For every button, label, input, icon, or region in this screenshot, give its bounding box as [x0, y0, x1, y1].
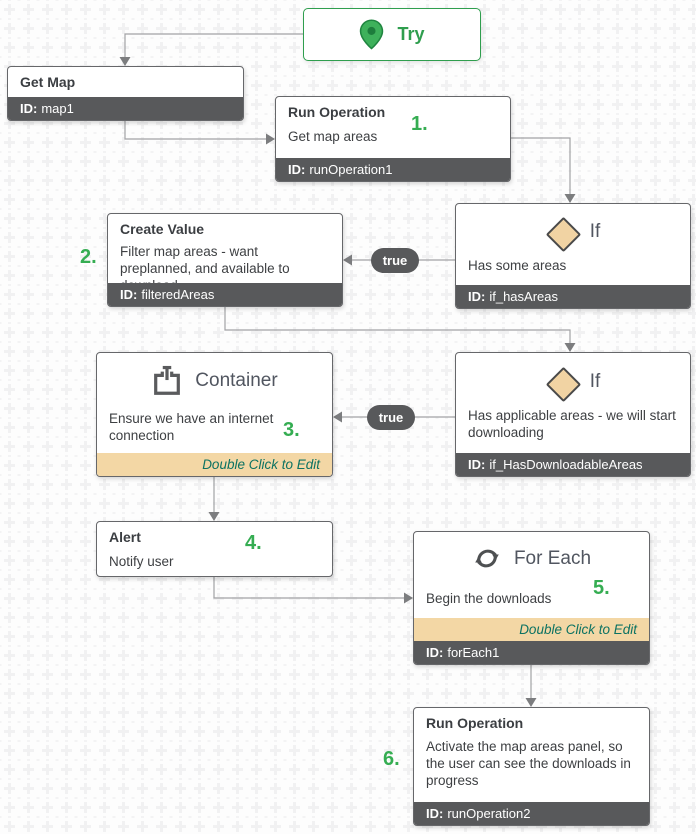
connector-getMap-to-runOperation1	[124, 121, 267, 140]
node-if-has-downloadable-areas[interactable]: If Has applicable areas - we will start …	[455, 352, 691, 477]
connector-tryNode-to-getMap	[124, 33, 303, 58]
step-number: 2.	[80, 246, 97, 268]
arrowhead-icon	[119, 57, 131, 66]
container-icon	[154, 365, 181, 395]
node-description: Get map areas	[288, 129, 378, 144]
node-title: Container	[195, 370, 278, 391]
id-label: ID:	[426, 645, 444, 660]
node-id-footer: ID: map1	[8, 97, 243, 120]
arrowhead-icon	[266, 133, 275, 145]
node-run-operation-2[interactable]: Run Operation Activate the map areas pan…	[413, 707, 650, 826]
node-title: Run Operation	[426, 715, 524, 731]
connector-runOperation1-to-if1	[511, 137, 571, 195]
arrowhead-icon	[564, 194, 576, 203]
node-alert[interactable]: Alert Notify user 4.	[96, 521, 333, 577]
step-number: 6.	[383, 748, 400, 770]
step-number: 1.	[411, 113, 428, 135]
edit-hint-text: Double Click to Edit	[202, 457, 320, 472]
arrowhead-icon	[333, 411, 342, 423]
arrowhead-icon	[404, 592, 413, 604]
double-click-to-edit-band[interactable]: Double Click to Edit	[97, 453, 332, 476]
arrowhead-icon	[525, 698, 537, 707]
id-label: ID:	[468, 289, 486, 304]
id-label: ID:	[288, 162, 306, 177]
edge-label-true[interactable]: true	[367, 404, 415, 430]
arrowhead-icon	[208, 512, 220, 521]
node-title: Get Map	[20, 74, 76, 90]
id-value: map1	[41, 101, 74, 116]
edge-label-true[interactable]: true	[371, 247, 419, 273]
id-value: runOperation2	[447, 806, 531, 821]
step-number: 4.	[245, 532, 262, 554]
node-title: Run Operation	[288, 104, 386, 120]
node-id-footer: ID: runOperation1	[276, 158, 510, 181]
node-id-footer: ID: filteredAreas	[108, 283, 342, 306]
node-id-footer: ID: if_hasAreas	[456, 285, 690, 308]
node-title: If	[589, 221, 601, 242]
node-description: Ensure we have an internet connection	[109, 411, 274, 443]
double-click-to-edit-band[interactable]: Double Click to Edit	[414, 618, 649, 641]
connector-createValue-to-if2	[224, 307, 571, 344]
node-title: If	[589, 371, 601, 392]
diamond-icon	[546, 216, 582, 252]
node-description: Has applicable areas - we will start dow…	[468, 408, 676, 440]
node-id-footer: ID: forEach1	[414, 641, 649, 664]
node-for-each[interactable]: For Each Begin the downloads 5. Double C…	[413, 531, 650, 665]
id-label: ID:	[426, 806, 444, 821]
id-label: ID:	[120, 287, 138, 302]
id-value: if_HasDownloadableAreas	[489, 457, 643, 472]
id-value: runOperation1	[309, 162, 393, 177]
arrowhead-icon	[343, 254, 352, 266]
step-number: 5.	[593, 577, 610, 599]
try-label: Try	[397, 24, 425, 44]
arrowhead-icon	[564, 343, 576, 352]
node-id-footer: ID: runOperation2	[414, 802, 649, 825]
map-pin-icon	[360, 19, 384, 50]
node-if-has-areas[interactable]: If Has some areas ID: if_hasAreas	[455, 203, 691, 309]
edit-hint-text: Double Click to Edit	[519, 622, 637, 637]
node-run-operation-1[interactable]: Run Operation Get map areas 1. ID: runOp…	[275, 96, 511, 182]
id-value: if_hasAreas	[489, 289, 558, 304]
node-try[interactable]: Try	[303, 8, 481, 61]
node-description: Has some areas	[468, 258, 567, 273]
node-title: Create Value	[120, 221, 205, 237]
id-label: ID:	[468, 457, 486, 472]
loop-icon	[475, 549, 499, 568]
diamond-icon	[546, 366, 582, 402]
node-id-footer: ID: if_HasDownloadableAreas	[456, 453, 690, 476]
id-value: filteredAreas	[141, 287, 215, 302]
node-description: Notify user	[109, 554, 174, 569]
node-title: For Each	[513, 547, 592, 569]
node-description: Activate the map areas panel, so the use…	[426, 739, 631, 788]
node-title: Alert	[109, 529, 141, 545]
node-description: Begin the downloads	[426, 591, 552, 606]
id-value: forEach1	[447, 645, 500, 660]
connector-alert-to-forEach	[213, 577, 405, 599]
node-container[interactable]: Container Ensure we have an internet con…	[96, 352, 333, 477]
id-label: ID:	[20, 101, 38, 116]
node-get-map[interactable]: Get Map ID: map1	[7, 66, 244, 121]
step-number: 3.	[283, 419, 300, 441]
node-create-value[interactable]: Create Value Filter map areas - want pre…	[107, 213, 343, 307]
